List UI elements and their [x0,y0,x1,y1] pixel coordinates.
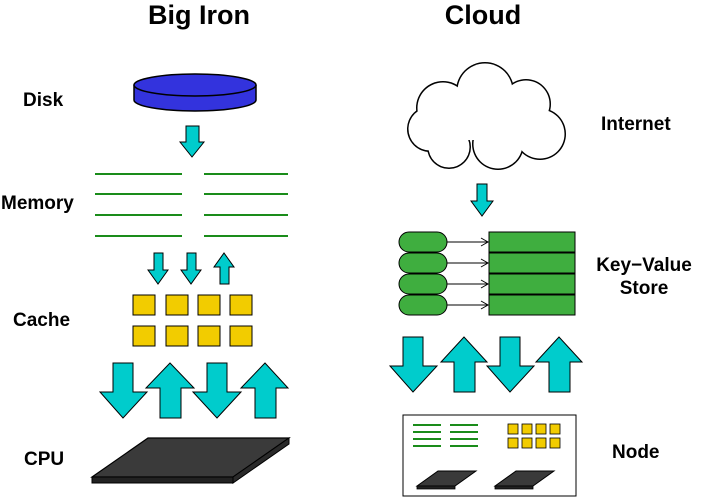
internet-to-store-arrow-icon [470,183,494,217]
big-iron-title: Big Iron [148,0,250,30]
key-value-label-line1: Key−Value [596,255,692,276]
kv-values-icon [488,231,576,316]
cache-to-cpu-arrow-2-icon [191,362,243,419]
cache-label: Cache [13,310,71,331]
memory-to-cache-arrow-2-icon [180,252,202,285]
cloud-icon [407,62,566,170]
memory-to-cache-arrow-1-icon [147,252,169,285]
key-value-label-line2: Store [619,278,669,299]
node-box [402,414,577,497]
cpu-to-cache-arrow-2-icon [239,362,290,419]
node-to-store-arrow-1-icon [439,336,489,393]
disk-to-memory-arrow-icon [178,125,206,158]
kv-keys-icon [398,231,448,316]
disk-label: Disk [23,90,64,111]
memory-icon [95,173,288,237]
disk-icon [133,73,257,112]
node-cache-icon [507,423,561,449]
store-to-node-arrow-2-icon [485,336,536,393]
cpu-to-cache-arrow-1-icon [144,362,196,419]
store-to-node-arrow-1-icon [388,336,439,393]
node-label: Node [612,442,660,463]
cpu-label: CPU [24,449,65,470]
cache-to-memory-arrow-icon [213,252,235,285]
internet-label: Internet [601,114,671,135]
node-to-store-arrow-2-icon [534,336,584,393]
kv-pointer-arrows-icon [447,237,490,310]
node-cpu-2-icon [493,470,556,490]
cache-icon [132,294,253,347]
cpu-chip-icon [90,437,291,484]
cache-to-cpu-arrow-1-icon [98,362,149,419]
memory-label: Memory [1,193,74,214]
cloud-title: Cloud [444,0,522,30]
node-cpu-1-icon [415,470,478,490]
node-memory-icon [413,424,478,447]
